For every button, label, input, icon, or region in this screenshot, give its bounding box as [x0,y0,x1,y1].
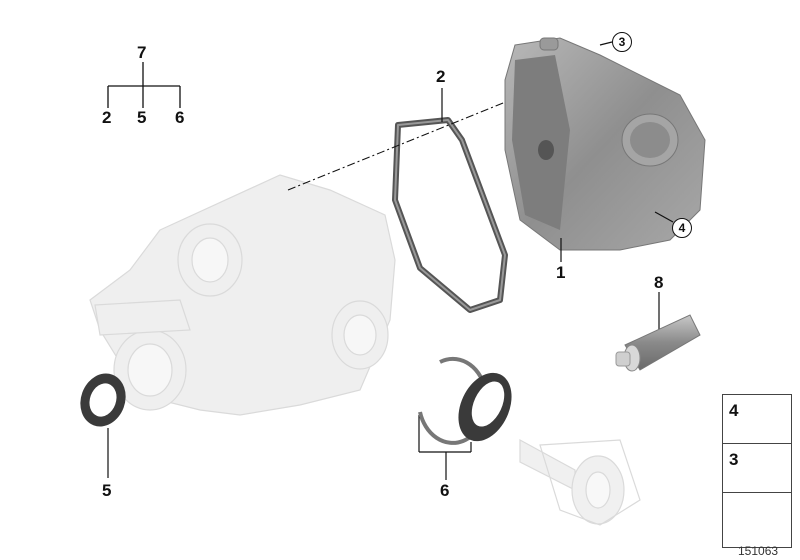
callout-8-sealant: 8 [654,273,664,292]
legend-number: 4 [729,401,739,420]
callout-5-seal: 5 [102,481,112,500]
differential-housing-ghost [89,174,396,416]
gasket [392,117,508,313]
legend-cell-screw-plug: 4 [723,395,791,444]
group-child-label-6: 6 [175,108,185,127]
sealant-tube [615,314,701,372]
callout-1-cover: 1 [556,263,566,282]
legend-cell-hex-bolt: 3 [723,444,791,493]
shaft-seal-left [80,373,126,427]
callout-4-circled: 4 [672,218,692,238]
group-tree-lines [107,62,181,108]
document-number: 151063 [738,544,779,558]
legend-box: 4 3 [722,394,792,548]
output-flange-ghost [519,438,641,526]
group-parent-label: 7 [137,43,147,62]
legend-number: 3 [729,450,739,469]
callout-6-seal-set: 6 [440,481,450,500]
shaft-seal-right [458,372,512,442]
callout-2-gasket: 2 [436,67,446,86]
group-child-label-5: 5 [137,108,147,127]
callout-3-circled: 3 [612,32,632,52]
leader-lines [107,41,674,480]
group-child-label-2: 2 [102,108,112,127]
differential-cover [504,37,706,251]
